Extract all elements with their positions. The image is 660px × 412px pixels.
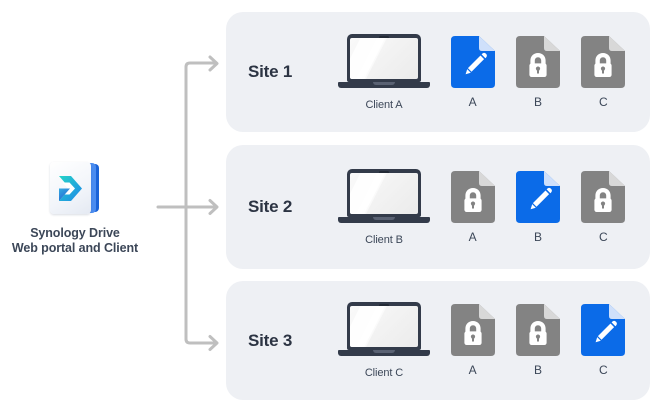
client-caption: Client C <box>364 367 404 379</box>
file-item[interactable]: C <box>575 304 631 377</box>
laptop-base <box>338 81 430 88</box>
logo-glyph <box>59 176 82 201</box>
laptop-screen <box>350 37 418 79</box>
file-item[interactable]: C <box>575 170 631 244</box>
client-group: Client C <box>328 302 440 379</box>
file-item[interactable]: C <box>575 35 631 109</box>
file-caption: C <box>598 363 608 377</box>
connector-arrows <box>156 55 219 351</box>
site-panel[interactable]: Site 1 Client A <box>226 12 650 132</box>
arrow-head-top <box>208 55 219 72</box>
client-group: Client A <box>328 33 440 111</box>
site-label: Site 2 <box>248 197 293 216</box>
laptop-camera-icon <box>379 304 389 307</box>
arrow-head-middle <box>208 199 219 215</box>
laptop-icon <box>338 33 430 92</box>
laptop-base <box>338 216 430 223</box>
files-row: A B <box>440 170 650 244</box>
source-block: Synology Drive Web portal and Client <box>0 160 150 256</box>
file-caption: C <box>598 229 608 244</box>
logo-card <box>50 162 91 214</box>
file-locked-lock-icon <box>515 35 560 88</box>
files-row: A B <box>440 35 650 109</box>
laptop-camera-icon <box>379 170 389 174</box>
laptop-lid <box>347 302 421 350</box>
file-caption: A <box>468 229 477 244</box>
site-label: Site 3 <box>248 330 293 350</box>
laptop-base-notch <box>373 81 395 85</box>
source-caption: Synology Drive Web portal and Client <box>0 226 150 256</box>
laptop-base-notch <box>373 216 395 220</box>
site-label: Site 1 <box>248 62 293 81</box>
client-group: Client B <box>328 168 440 246</box>
site-panel[interactable]: Site 3 Client C <box>226 281 650 400</box>
file-caption: A <box>468 363 477 377</box>
file-item[interactable]: B <box>510 304 566 377</box>
laptop-icon <box>338 302 430 360</box>
site-panel[interactable]: Site 2 Client B <box>226 145 650 269</box>
file-item[interactable]: B <box>510 35 566 109</box>
file-editable-pencil-icon <box>581 304 626 356</box>
file-caption: B <box>533 363 542 377</box>
laptop-camera-icon <box>379 35 389 39</box>
laptop-base-notch <box>373 350 395 353</box>
files-row: A B <box>440 304 650 377</box>
client-caption: Client B <box>365 233 403 246</box>
file-locked-lock-icon <box>581 170 626 223</box>
file-item[interactable]: A <box>445 170 501 244</box>
file-caption: A <box>468 94 477 109</box>
synology-drive-logo-icon <box>47 160 103 216</box>
source-caption-line1: Synology Drive <box>30 226 120 240</box>
file-caption: B <box>533 94 542 109</box>
laptop-screen <box>350 172 418 214</box>
arrow-branch-bottom <box>184 331 218 345</box>
file-caption: C <box>598 94 608 109</box>
file-locked-lock-icon <box>450 170 495 223</box>
file-item[interactable]: B <box>510 170 566 244</box>
file-locked-lock-icon <box>581 35 626 88</box>
file-editable-pencil-icon <box>450 35 495 88</box>
arrow-head-bottom <box>208 335 219 351</box>
laptop-lid <box>347 168 421 217</box>
file-locked-lock-icon <box>450 304 495 356</box>
source-caption-line2: Web portal and Client <box>11 241 139 255</box>
file-item[interactable]: A <box>445 304 501 377</box>
laptop-lid <box>347 33 421 82</box>
laptop-icon <box>338 168 430 227</box>
laptop-screen <box>350 306 418 347</box>
laptop-base <box>338 350 430 356</box>
client-caption: Client A <box>365 98 403 111</box>
file-caption: B <box>533 229 542 244</box>
file-editable-pencil-icon <box>515 170 560 223</box>
file-locked-lock-icon <box>515 304 560 356</box>
file-item[interactable]: A <box>445 35 501 109</box>
